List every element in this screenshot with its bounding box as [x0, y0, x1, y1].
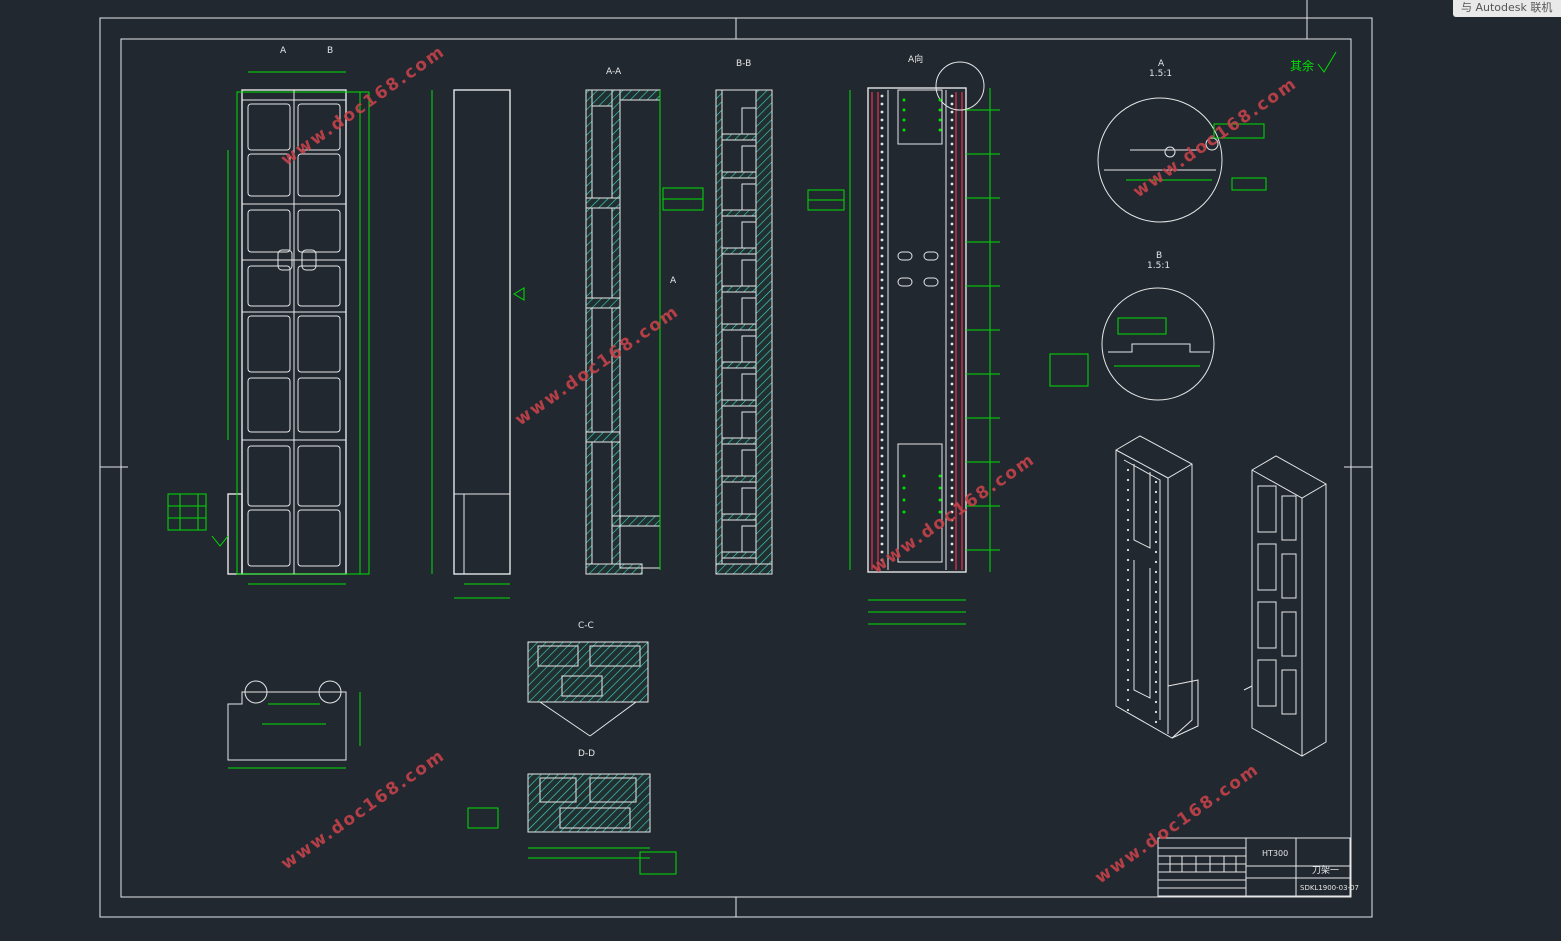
section-a-mark-side: A: [670, 276, 677, 286]
watermark-1: www.doc168.com: [277, 41, 449, 170]
title-part-name: 刀架一: [1312, 865, 1339, 876]
watermark-4: www.doc168.com: [1129, 73, 1301, 202]
top-view: [227, 680, 361, 769]
detail-a-scale: 1.5:1: [1149, 69, 1172, 79]
title-drawing-number: SDKL1900-03-07: [1300, 884, 1359, 892]
autodesk-online-tab[interactable]: 与 Autodesk 联机: [1453, 0, 1561, 17]
section-bb-view: [715, 89, 773, 575]
detail-a-view: [1097, 97, 1267, 223]
watermark-2: www.doc168.com: [511, 301, 683, 430]
isometric-view-front: [1115, 435, 1199, 739]
section-cc-label: C-C: [578, 621, 594, 631]
roughness-note: [1317, 51, 1337, 73]
front-view: [167, 71, 370, 585]
section-b-mark-top: B: [327, 46, 333, 56]
section-aa-view: [585, 89, 704, 575]
isometric-view-back: [1243, 455, 1327, 757]
drawing-frame: [99, 0, 1373, 918]
a-direction-view: [807, 61, 1000, 625]
title-block: [1157, 837, 1351, 897]
roughness-note-text: 其余: [1290, 58, 1314, 73]
detail-b-scale: 1.5:1: [1147, 261, 1170, 271]
watermark-3: www.doc168.com: [867, 449, 1039, 578]
detail-b-view: [1049, 287, 1215, 401]
section-cc-view: [527, 641, 649, 737]
view-a-direction-label: A向: [908, 53, 923, 65]
watermark-5: www.doc168.com: [277, 745, 449, 874]
detail-a-label: A: [1158, 59, 1165, 69]
section-aa-label: A-A: [606, 67, 622, 77]
watermark-6: www.doc168.com: [1091, 759, 1263, 888]
title-material: HT300: [1262, 849, 1288, 858]
section-dd-view: [467, 773, 677, 875]
section-bb-label: B-B: [736, 59, 751, 69]
detail-b-label: B: [1156, 251, 1162, 261]
section-a-mark-top: A: [280, 46, 287, 56]
side-view: [431, 89, 525, 599]
section-dd-label: D-D: [578, 749, 595, 759]
